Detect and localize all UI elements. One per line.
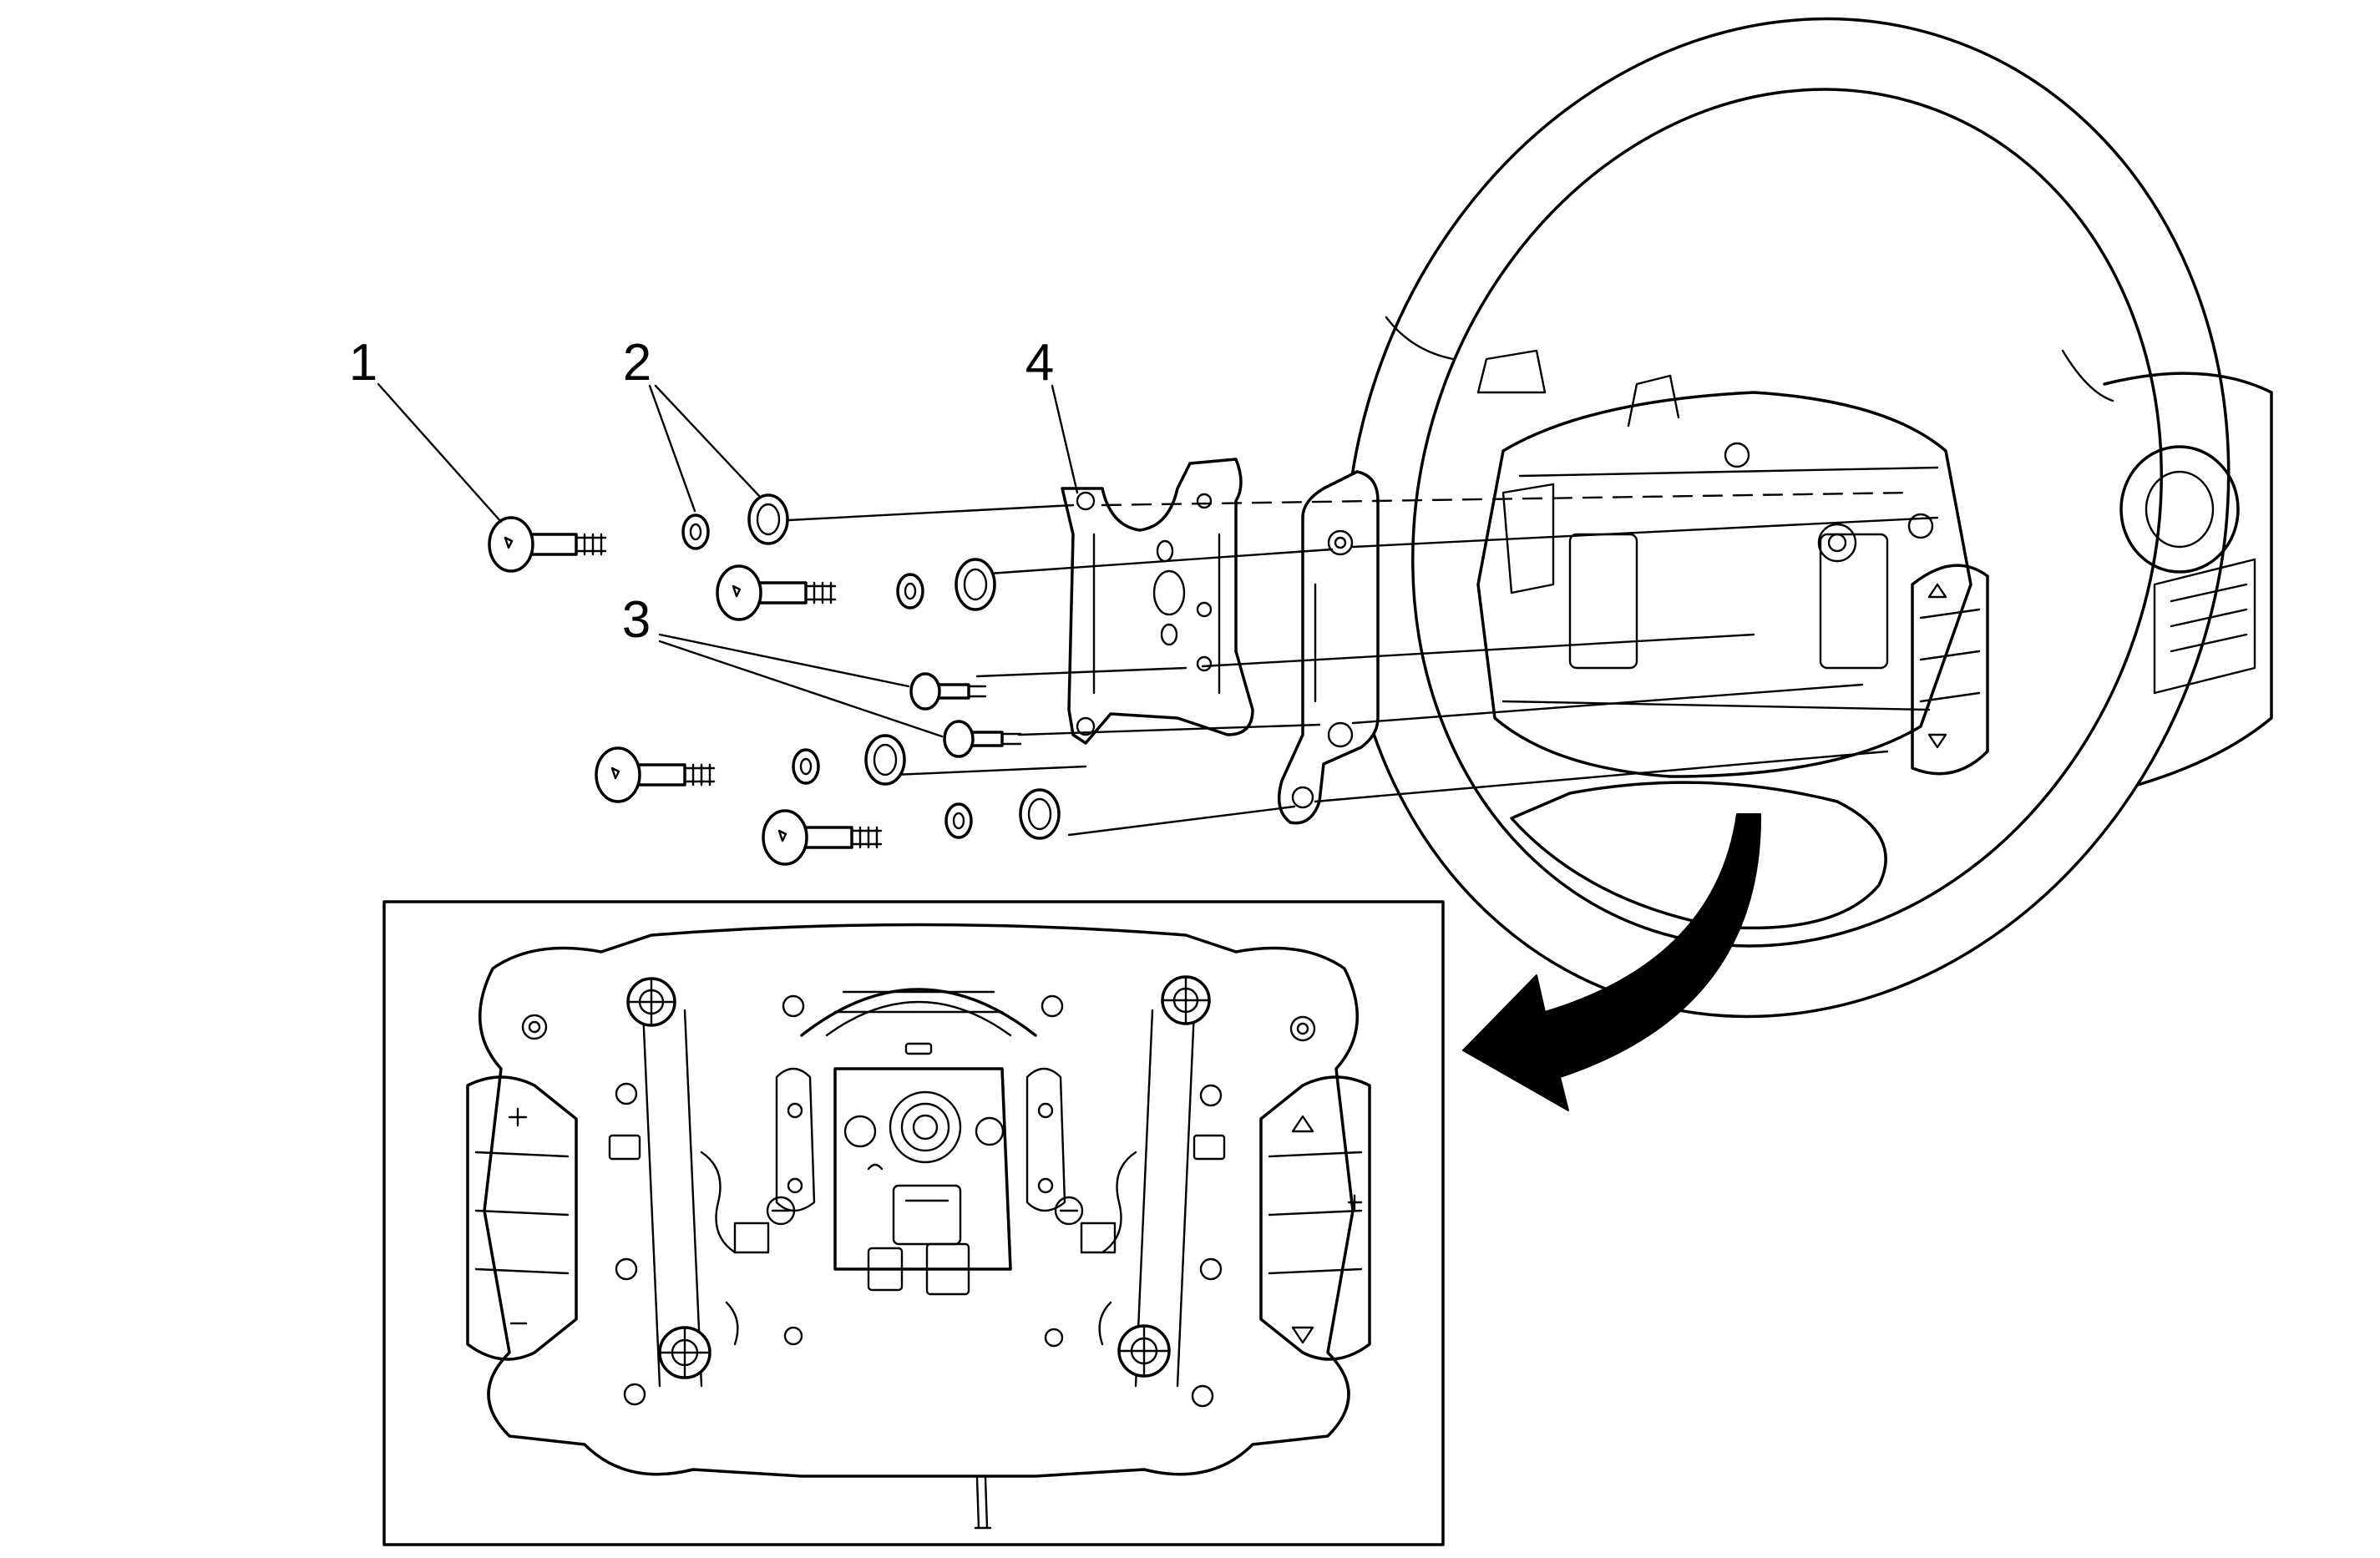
inset-gear-bottom-left [658,1326,711,1379]
fastener-set-second [716,558,996,621]
inset-gear-bottom-right [1117,1324,1171,1378]
small-screw-upper [909,672,987,711]
fastener-set-third [595,734,906,803]
curved-arrow [1462,813,1762,1111]
inset-gear-top-left [626,977,676,1027]
callout-label-4: 4 [1025,334,1054,392]
fastener-set-top [488,493,789,573]
callout-4: 4 [1025,334,1079,494]
mounting-bracket [1277,470,1380,825]
bolt-1 [488,516,607,573]
alignment-lines [771,491,1939,837]
callout-label-3: 3 [622,591,651,649]
steering-wheel-hub [1476,349,1989,778]
detail-inset [382,900,1445,1546]
callout-1: 1 [349,334,503,524]
washer-top-1 [681,513,710,550]
fastener-set-bottom [762,788,1061,866]
inset-gear-top-right [1161,975,1211,1025]
small-screw-lower [943,720,1022,758]
callout-label-1: 1 [349,334,377,392]
steering-wheel [1344,17,2273,1019]
callout-3: 3 [622,591,944,738]
cover-plate [1061,458,1254,745]
grommet-top-1 [747,493,789,545]
callout-2: 2 [623,334,762,513]
callout-label-2: 2 [623,334,651,392]
